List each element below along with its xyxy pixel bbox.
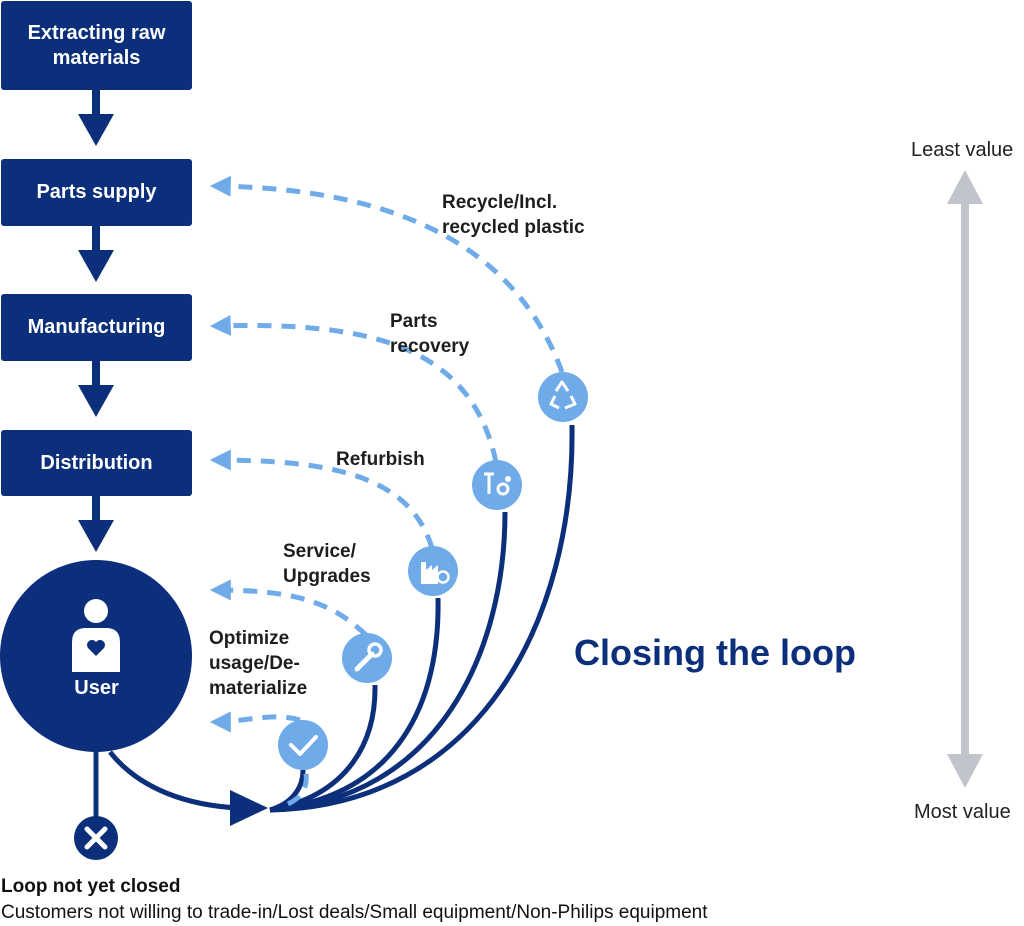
factory-refresh-icon (408, 546, 458, 596)
not-closed-text: Customers not willing to trade-in/Lost d… (1, 902, 708, 923)
user-heart-icon (72, 599, 120, 672)
label-line: Refurbish (336, 449, 425, 470)
stage-parts-supply: Parts supply (1, 159, 192, 226)
stage-distribution: Distribution (1, 430, 192, 496)
axis-top-label: Least value (911, 139, 1014, 161)
return-curve-recycle (269, 424, 575, 813)
not-closed-title: Loop not yet closed (1, 876, 181, 897)
stage-label: Parts supply (36, 181, 157, 203)
loop-arrowhead (230, 790, 268, 826)
label-line: materialize (209, 678, 308, 699)
user-to-loop-arrow (108, 750, 241, 811)
label-line: Optimize (209, 628, 290, 649)
wrench-icon (342, 633, 392, 683)
flow-arrows (78, 90, 114, 552)
stage-label: Distribution (40, 451, 153, 474)
loop-label-recycle: Recycle/Incl. recycled plastic (442, 190, 585, 240)
diagram-title: Closing the loop (574, 632, 856, 673)
axis-arrow-down (947, 754, 983, 788)
dashed-arrows (209, 175, 565, 807)
label-line: usage/De- (209, 653, 300, 674)
value-axis (947, 170, 983, 788)
axis-bottom-label: Most value (914, 801, 1011, 823)
stage-label: Manufacturing (27, 316, 166, 338)
stage-extracting-raw-materials: Extracting raw materials (1, 1, 192, 90)
return-curves (269, 424, 575, 813)
label-line: Service/ (283, 541, 356, 562)
label-line: recovery (390, 336, 470, 357)
user-label: User (74, 677, 119, 699)
stage-label: Extracting raw materials (27, 21, 166, 69)
checkmark-icon (278, 720, 328, 770)
stage-manufacturing: Manufacturing (1, 294, 192, 361)
loop-label-optimize: Optimize usage/De- materialize (209, 626, 307, 701)
label-line: Parts (390, 311, 438, 332)
label-line: Recycle/Incl. (442, 192, 558, 213)
loop-label-refurbish: Refurbish (336, 447, 425, 472)
loop-label-service: Service/ Upgrades (283, 539, 371, 589)
loop-label-parts-recovery: Parts recovery (390, 309, 469, 359)
x-circle-icon (74, 816, 118, 860)
axis-arrow-up (947, 170, 983, 204)
label-line: recycled plastic (442, 217, 585, 238)
recycle-icon (538, 372, 588, 422)
label-line: Upgrades (283, 566, 371, 587)
parts-gear-icon (472, 460, 522, 510)
